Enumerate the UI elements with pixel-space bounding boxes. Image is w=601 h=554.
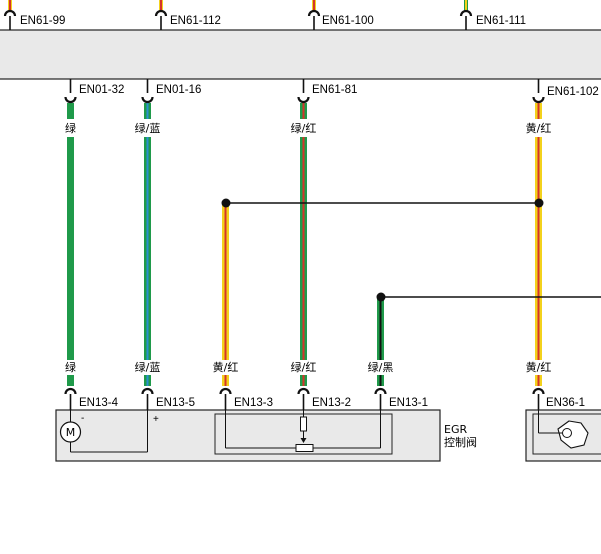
wire-green-black <box>377 297 384 386</box>
ecu-pin-EN01-32: EN01-32 <box>64 79 124 104</box>
top-pin-EN61-111: EN61-111 <box>459 9 526 30</box>
wire-color-label: 黄/红 <box>526 360 552 374</box>
pin-label: EN36-1 <box>546 397 585 409</box>
egr-pin-EN13-5: EN13-5 <box>141 387 195 410</box>
egr-pin-EN13-3: EN13-3 <box>219 387 273 410</box>
wire-color-label: 绿/蓝 <box>135 360 161 374</box>
right-component-symbol <box>538 410 589 449</box>
splice-node <box>534 198 544 208</box>
egr-pin-EN13-2: EN13-2 <box>297 387 351 410</box>
egr-valve-box <box>55 409 441 462</box>
top-pin-EN61-99: EN61-99 <box>3 9 65 30</box>
pin-label: EN61-99 <box>20 15 65 27</box>
wire-color-label: 黄/红 <box>213 360 239 374</box>
ecu-pin-EN61-102: EN61-102 <box>532 79 599 104</box>
wire-green-blue <box>144 103 151 386</box>
pin-label: EN61-112 <box>170 15 221 27</box>
pin-label: EN61-111 <box>476 15 526 27</box>
pin-label: EN01-16 <box>156 84 201 96</box>
top-stubs <box>8 0 468 11</box>
wire-color-label: 绿/黑 <box>368 360 394 374</box>
wire-color-label: 绿/蓝 <box>135 121 161 135</box>
pin-label: EN61-102 <box>547 86 599 98</box>
right-inner-box <box>532 413 601 455</box>
pin-label: EN01-32 <box>79 84 124 96</box>
wire-color-label: 绿/红 <box>291 360 317 374</box>
egr-label-line1: EGR <box>444 423 467 436</box>
splice-node <box>221 198 231 208</box>
ecu-pin-EN01-16: EN01-16 <box>141 79 201 104</box>
top-pin-EN61-100: EN61-100 <box>307 9 374 30</box>
wire-green-red <box>300 103 307 386</box>
pin-label: EN13-1 <box>389 397 428 409</box>
top-pin-EN61-112: EN61-112 <box>154 9 221 30</box>
ecu-pin-EN61-81: EN61-81 <box>297 79 357 104</box>
wire-color-label: 绿 <box>65 360 76 374</box>
wire-color-label: 绿/红 <box>291 121 317 135</box>
pin-label: EN61-81 <box>312 84 357 96</box>
pin-label: EN61-100 <box>322 15 374 27</box>
position-sensor <box>225 410 381 452</box>
egr-pin-EN13-1: EN13-1 <box>374 387 428 410</box>
wire-green-1 <box>67 103 74 386</box>
pin-label: EN13-2 <box>312 397 351 409</box>
minus-sign: - <box>81 413 84 424</box>
pin-label: EN13-3 <box>234 397 273 409</box>
wire-color-label: 黄/红 <box>526 121 552 135</box>
egr-label-line2: 控制阀 <box>444 435 477 449</box>
ecu-block <box>0 29 601 80</box>
right-pin-EN36-1: EN36-1 <box>532 387 585 410</box>
wire-yellow-red-right <box>535 103 542 386</box>
plus-sign: + <box>153 414 159 425</box>
wire-color-label: 绿 <box>65 121 76 135</box>
splice-node <box>376 292 386 302</box>
motor-label: M <box>66 426 76 439</box>
wire-yellow-red-branch <box>222 203 229 386</box>
egr-pin-EN13-4: EN13-4 <box>64 387 119 410</box>
pin-label: EN13-4 <box>79 397 119 409</box>
pin-label: EN13-5 <box>156 397 195 409</box>
motor: M - + <box>59 410 159 453</box>
